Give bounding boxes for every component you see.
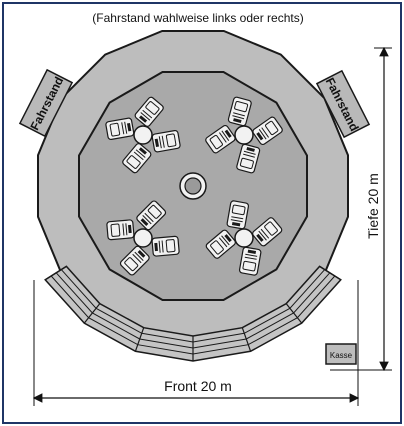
- cashier-label: Kasse: [330, 351, 353, 360]
- ride-car: [151, 235, 180, 257]
- step-divider: [285, 303, 303, 324]
- step-divider: [83, 303, 101, 324]
- front-label: Front 20 m: [164, 378, 232, 394]
- rotor-hub: [234, 228, 254, 248]
- ride-car: [106, 219, 135, 241]
- rotor-group: [203, 95, 285, 175]
- rotor-group: [106, 199, 180, 277]
- ride-car: [226, 199, 250, 230]
- ride-car: [238, 246, 262, 277]
- rotor-groups: [104, 95, 285, 277]
- rotor-hub: [133, 125, 153, 145]
- ride-car: [104, 117, 135, 141]
- center-pivot: [179, 172, 207, 200]
- depth-label: Tiefe 20 m: [365, 173, 381, 239]
- step-divider: [134, 327, 145, 352]
- rotor-hub: [234, 125, 254, 145]
- rotor-group: [104, 95, 182, 175]
- rotor-group: [204, 199, 284, 277]
- rotor-hub: [133, 228, 153, 248]
- front-entrance-steps: [44, 265, 342, 362]
- ride-car: [151, 129, 182, 153]
- cashier-booth: Kasse: [325, 343, 357, 365]
- step-divider: [241, 327, 252, 352]
- caption: (Fahrstand wahlweise links oder rechts): [92, 11, 303, 25]
- step-divider: [44, 265, 67, 281]
- step-divider: [319, 265, 342, 281]
